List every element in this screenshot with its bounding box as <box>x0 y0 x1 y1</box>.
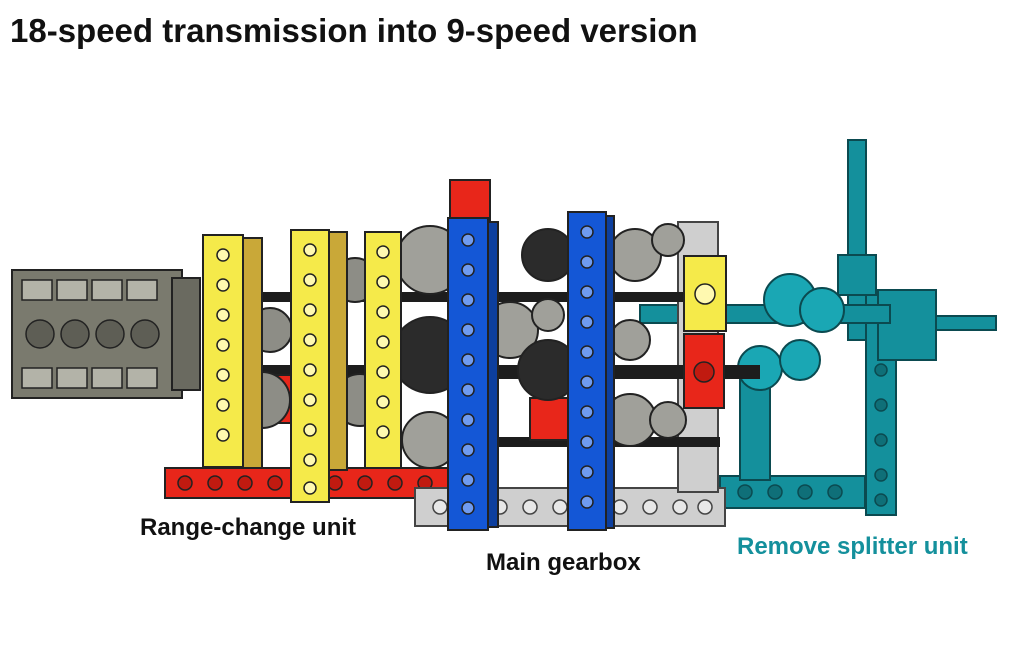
range-change-unit-label: Range-change unit <box>140 514 357 541</box>
connector-blocks <box>683 255 727 409</box>
main-gearbox-label: Main gearbox <box>486 549 641 576</box>
blue-beams <box>447 179 615 531</box>
motor-block <box>11 269 201 399</box>
diagram-title: 18-speed transmission into 9-speed versi… <box>10 12 698 49</box>
remove-splitter-unit-label: Remove splitter unit <box>737 533 968 560</box>
yellow-beams <box>202 229 402 503</box>
